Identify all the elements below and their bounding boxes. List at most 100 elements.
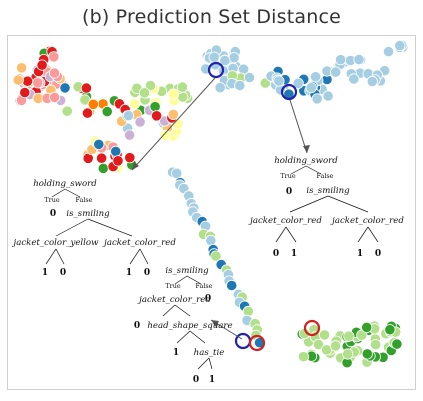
tree-node: jacket_color_yellow bbox=[12, 238, 100, 248]
highlight-ring bbox=[207, 61, 225, 79]
tree-node: jacket_color_red bbox=[330, 216, 404, 226]
arrow-top-right bbox=[289, 99, 308, 154]
highlight-rings bbox=[207, 61, 321, 352]
tree-node: is_smiling bbox=[306, 186, 350, 196]
scatter-point bbox=[81, 107, 94, 119]
tree-leaf: 0 bbox=[286, 187, 292, 197]
scatter-point bbox=[219, 54, 231, 67]
scatter-point bbox=[384, 324, 396, 336]
scatter-point bbox=[369, 339, 382, 351]
scatter-point bbox=[48, 67, 61, 79]
scatter-point bbox=[124, 152, 136, 164]
edge-label-true: True bbox=[280, 172, 295, 180]
scatter-point bbox=[19, 86, 31, 99]
scatter-point bbox=[129, 98, 141, 110]
tree-leaf: 1 bbox=[42, 268, 48, 278]
scatter-point bbox=[16, 62, 28, 74]
scatter-points bbox=[12, 39, 409, 369]
scatter-point bbox=[394, 39, 406, 52]
scatter-point bbox=[171, 167, 183, 179]
highlight-ring bbox=[280, 83, 298, 101]
scatter-point bbox=[112, 155, 124, 167]
tree-leaf: 1 bbox=[357, 249, 363, 259]
arrowhead-top-right bbox=[303, 145, 310, 153]
tree-leaf: 0 bbox=[134, 321, 140, 331]
scatter-point bbox=[87, 98, 99, 110]
tree-leaf: 1 bbox=[173, 348, 179, 358]
decision-tree-bottom: is_smiling True False jacket_color_red 0… bbox=[134, 266, 233, 385]
scatter-point bbox=[343, 330, 355, 342]
tree-leaf: 0 bbox=[50, 209, 56, 219]
tree-leaf: 1 bbox=[291, 249, 297, 259]
scatter-point bbox=[101, 106, 113, 118]
scatter-point bbox=[330, 66, 342, 78]
tree-node: is_smiling bbox=[165, 266, 209, 276]
scatter-point bbox=[353, 53, 365, 66]
scatter-point bbox=[159, 129, 171, 141]
scatter-point bbox=[305, 82, 317, 94]
scatter-point bbox=[311, 93, 323, 105]
scatter-point bbox=[214, 82, 226, 94]
tree-leaf: 1 bbox=[209, 375, 215, 385]
figure-title: (b) Prediction Set Distance bbox=[81, 6, 342, 28]
scatter-point bbox=[366, 75, 378, 88]
edge-label-false: False bbox=[317, 172, 334, 180]
scatter-point bbox=[208, 51, 220, 63]
tree-leaf: 0 bbox=[193, 375, 199, 385]
tree-node: jacket_color_red bbox=[137, 295, 211, 305]
scatter-point bbox=[144, 80, 157, 92]
tree-node: jacket_color_red bbox=[102, 238, 176, 248]
scatter-point bbox=[312, 338, 325, 351]
scatter-point bbox=[96, 152, 108, 164]
scatter-point bbox=[361, 348, 373, 360]
tree-leaf: 0 bbox=[144, 268, 150, 278]
tree-leaf: 0 bbox=[273, 249, 279, 259]
arrow-top-left bbox=[131, 77, 216, 171]
scatter-point bbox=[297, 351, 310, 363]
tree-leaf: 0 bbox=[205, 294, 211, 304]
scatter-point bbox=[32, 77, 44, 89]
scatter-point bbox=[309, 71, 322, 83]
scatter-point bbox=[48, 51, 60, 63]
tree-node: has_tie bbox=[194, 348, 225, 358]
edge-label-true: True bbox=[44, 196, 59, 204]
scatter-point bbox=[134, 116, 146, 128]
scatter-point bbox=[176, 81, 188, 93]
scatter-point bbox=[348, 73, 360, 85]
scatter-point bbox=[149, 101, 161, 113]
scatter-point bbox=[292, 77, 304, 89]
scatter-point bbox=[59, 82, 71, 94]
scatter-point bbox=[80, 82, 93, 94]
scatter-point bbox=[151, 110, 163, 122]
edge-label-false: False bbox=[196, 282, 213, 290]
decision-tree-left: holding_sword True False 0 is_smiling ja… bbox=[12, 179, 177, 278]
highlight-ring bbox=[303, 319, 321, 337]
scatter-point bbox=[110, 145, 122, 157]
scatter-point bbox=[391, 338, 403, 350]
scatter-point bbox=[138, 87, 151, 99]
scatter-point bbox=[329, 340, 342, 352]
scatter-point bbox=[226, 279, 238, 292]
scatter-point bbox=[21, 75, 34, 87]
scatter-point bbox=[361, 321, 373, 333]
scatter-point bbox=[48, 91, 61, 104]
scatter-point bbox=[97, 162, 109, 174]
tree-node: is_smiling bbox=[66, 209, 110, 219]
arrowhead-bottom bbox=[211, 320, 219, 327]
arrowhead-top-left bbox=[132, 162, 139, 170]
decision-tree-right: holding_sword True False 0 is_smiling ja… bbox=[248, 156, 404, 259]
arrows bbox=[131, 77, 310, 340]
scatter-point bbox=[61, 105, 73, 117]
edge-label-true: True bbox=[165, 282, 180, 290]
scatter-point bbox=[382, 45, 395, 58]
scatter-point bbox=[36, 59, 48, 71]
highlight-ring bbox=[248, 334, 266, 352]
scatter-point bbox=[167, 108, 179, 121]
scatter-point bbox=[342, 348, 354, 360]
tree-leaf: 0 bbox=[60, 268, 66, 278]
tree-node: head_shape_square bbox=[147, 321, 232, 331]
scatter-point bbox=[273, 75, 285, 87]
scatter-point bbox=[12, 74, 24, 86]
scatter-point bbox=[334, 54, 347, 66]
